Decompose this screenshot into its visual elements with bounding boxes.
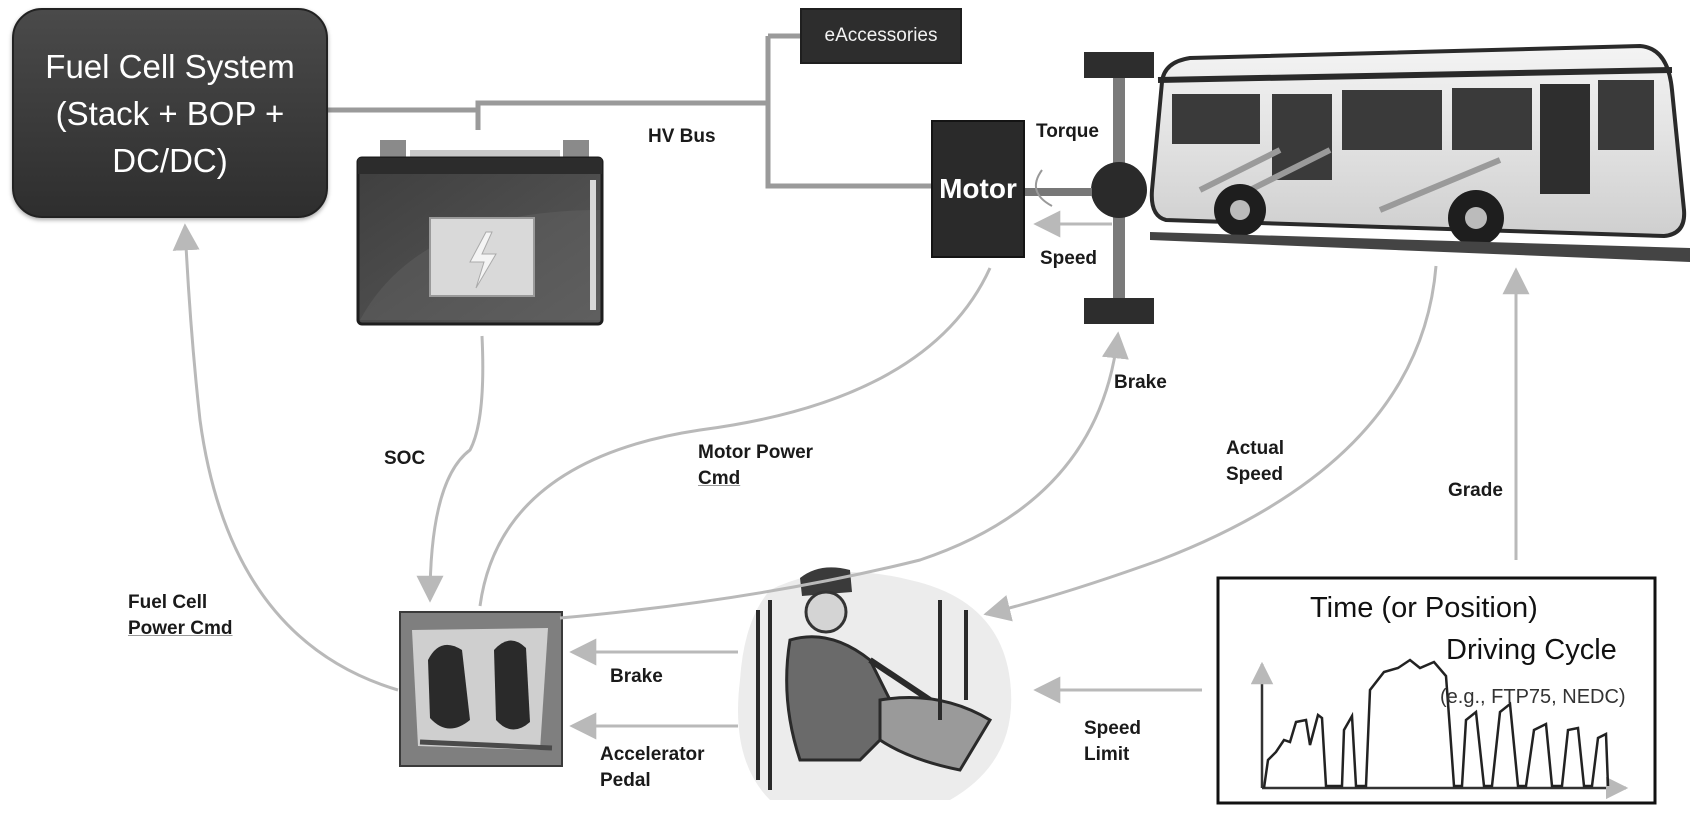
speed-limit-line-2: Limit: [1084, 742, 1141, 768]
fuel-cell-line-1: Fuel Cell System: [14, 43, 326, 90]
accelerator-line-2: Pedal: [600, 768, 705, 794]
drivetrain-axle: [1025, 52, 1154, 324]
actual-speed-label: Actual Speed: [1226, 436, 1284, 488]
speed-limit-line-1: Speed: [1084, 716, 1141, 742]
accelerator-pedal-label: Accelerator Pedal: [600, 742, 705, 794]
eaccessories-label: eAccessories: [825, 25, 938, 47]
actual-speed-line-2: Speed: [1226, 462, 1284, 488]
driving-cycle-example: (e.g., FTP75, NEDC): [1440, 686, 1626, 709]
fc-cmd-line-2: Power Cmd: [128, 616, 233, 642]
soc-label: SOC: [384, 446, 425, 472]
torque-label: Torque: [1036, 119, 1099, 145]
motor-box: Motor: [931, 120, 1025, 258]
brake-label-top: Brake: [1114, 370, 1167, 396]
driver-image: [738, 567, 1011, 800]
brake-label-bottom: Brake: [610, 664, 663, 690]
accelerator-line-1: Accelerator: [600, 742, 705, 768]
actual-speed-line-1: Actual: [1226, 436, 1284, 462]
controller-image: [400, 612, 562, 766]
motor-cmd-line-2: Cmd: [698, 466, 813, 492]
fuel-cell-line-3: DC/DC): [14, 137, 326, 184]
fuel-cell-line-2: (Stack + BOP +: [14, 90, 326, 137]
speed-limit-label: Speed Limit: [1084, 716, 1141, 768]
speed-label: Speed: [1040, 246, 1097, 272]
fc-cmd-line-1: Fuel Cell: [128, 590, 233, 616]
eaccessories-box: eAccessories: [800, 8, 962, 64]
fuel-cell-system-box: Fuel Cell System (Stack + BOP + DC/DC): [12, 8, 328, 218]
fuel-cell-power-cmd-label: Fuel Cell Power Cmd: [128, 590, 233, 642]
bus-image: [1150, 46, 1690, 262]
driving-cycle-subtitle: Driving Cycle: [1446, 634, 1617, 667]
grade-label: Grade: [1448, 478, 1503, 504]
motor-power-cmd-label: Motor Power Cmd: [698, 440, 813, 492]
hv-bus-label: HV Bus: [648, 124, 716, 150]
soc-arrow: [430, 336, 483, 600]
battery-icon: [358, 140, 602, 324]
motor-cmd-line-1: Motor Power: [698, 440, 813, 466]
motor-label: Motor: [939, 173, 1017, 205]
driving-cycle-title: Time (or Position): [1310, 592, 1538, 625]
actual-speed-arrow: [986, 266, 1436, 614]
